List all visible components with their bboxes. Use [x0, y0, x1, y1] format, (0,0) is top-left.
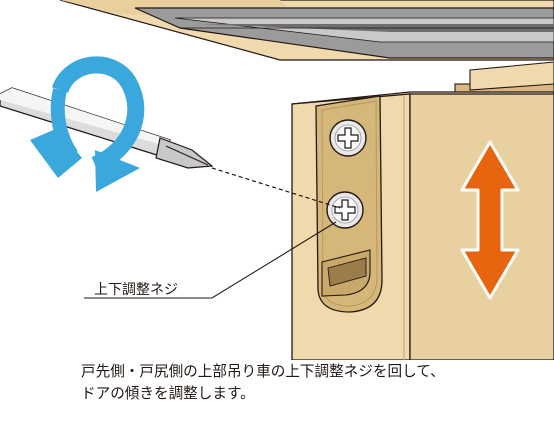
upper-screw: [329, 119, 367, 157]
top-rail: [134, 7, 554, 59]
instruction-caption: 戸先側・戸尻側の上部吊り車の上下調整ネジを回して、 ドアの傾きを調整します。: [81, 361, 551, 405]
guide-dashed-line: [211, 167, 341, 209]
callout-leader-line: [84, 221, 337, 299]
up-down-arrow-icon: [460, 140, 520, 300]
caption-line-1: 戸先側・戸尻側の上部吊り車の上下調整ネジを回して、: [81, 363, 445, 380]
rotate-arrow-icon: [30, 56, 145, 192]
caption-line-2: ドアの傾きを調整します。: [81, 385, 255, 402]
door-adjustment-illustration: [0, 0, 554, 360]
screw-callout-label: 上下調整ネジ: [94, 282, 178, 298]
height-adjust-screw: [326, 191, 364, 229]
